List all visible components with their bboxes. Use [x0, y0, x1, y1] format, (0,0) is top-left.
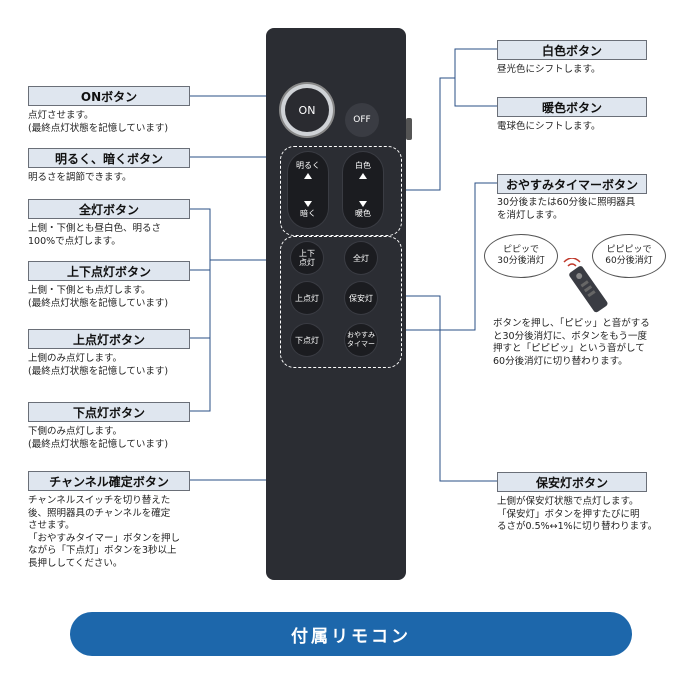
upper-button[interactable]: 上点灯	[291, 282, 323, 314]
up-arrow-icon	[359, 173, 367, 179]
warm-button-label: 暖色ボタン	[497, 97, 647, 117]
brighter-text: 明るく	[296, 161, 320, 170]
security-light-label: 保安灯ボタン	[497, 472, 647, 492]
warm-button-desc: 電球色にシフトします。	[497, 121, 601, 132]
all-light-button-desc: 上側・下側とも昼白色、明るさ 100%で点灯します。	[28, 223, 162, 247]
upper-button-label: 上点灯ボタン	[28, 329, 190, 349]
white-button-label: 白色ボタン	[497, 40, 647, 60]
brightness-group	[280, 146, 402, 236]
security-text: 保安灯	[349, 293, 373, 303]
white-button-desc: 昼光色にシフトします。	[497, 64, 601, 75]
security-light-desc: 上側が保安灯状態で点灯します。 「保安灯」ボタンを押すたびに明 るさが0.5%↔…	[497, 496, 658, 532]
darker-text: 暗く	[300, 209, 316, 218]
lower-button-label: 下点灯ボタン	[28, 402, 190, 422]
all-light-button-label: 全灯ボタン	[28, 199, 190, 219]
up-arrow-icon	[304, 173, 312, 179]
updown-button-desc: 上側・下側とも点灯します。 (最終点灯状態を記憶しています)	[28, 285, 169, 309]
lower-button-desc: 下側のみ点灯します。 (最終点灯状態を記憶しています)	[28, 426, 169, 450]
bubble-60min: ピピピッで 60分後消灯	[592, 234, 666, 278]
sleep-timer-button[interactable]: おやすみ タイマー	[345, 324, 377, 356]
sleep-text-2: タイマー	[347, 340, 375, 348]
channel-button-label: チャンネル確定ボタン	[28, 471, 190, 491]
white-text: 白色	[355, 161, 371, 170]
brighter-button[interactable]: 明るく	[288, 152, 328, 190]
on-button-desc: 点灯させます。 (最終点灯状態を記憶しています)	[28, 110, 169, 134]
darker-button[interactable]: 暗く	[288, 190, 328, 228]
all-light-text: 全灯	[353, 253, 369, 263]
mini-remote-icon	[563, 258, 608, 313]
updown-button[interactable]: 上下 点灯	[291, 242, 323, 274]
bubble-30min: ピピッで 30分後消灯	[484, 234, 558, 278]
white-button[interactable]: 白色	[343, 152, 383, 190]
warm-button[interactable]: 暖色	[343, 190, 383, 228]
sleep-timer-detail: ボタンを押し、「ピピッ」と音がする と30分後消灯に、ボタンをもう一度 押すと「…	[493, 318, 650, 367]
down-arrow-icon	[304, 201, 312, 207]
brightness-button-desc: 明るさを調節できます。	[28, 172, 132, 183]
on-button-label: ONボタン	[28, 86, 190, 106]
lower-button[interactable]: 下点灯	[291, 324, 323, 356]
channel-button-desc: チャンネルスイッチを切り替えた 後、照明器具のチャンネルを確定 させます。 「お…	[28, 495, 181, 569]
channel-switch[interactable]	[406, 118, 412, 140]
updown-text-2: 点灯	[299, 258, 315, 267]
all-light-button[interactable]: 全灯	[345, 242, 377, 274]
sleep-timer-label: おやすみタイマーボタン	[497, 174, 647, 194]
off-button-text: OFF	[353, 114, 371, 125]
footer-banner: 付属リモコン	[70, 612, 632, 656]
on-button-text: ON	[298, 103, 316, 117]
footer-title: 付属リモコン	[291, 626, 411, 647]
brightness-button-label: 明るく、暗くボタン	[28, 148, 190, 168]
mode-group	[280, 236, 402, 368]
sleep-timer-desc: 30分後または60分後に照明器具 を消灯します。	[497, 197, 636, 221]
upper-button-desc: 上側のみ点灯します。 (最終点灯状態を記憶しています)	[28, 353, 169, 377]
lower-text: 下点灯	[295, 335, 319, 345]
security-button[interactable]: 保安灯	[345, 282, 377, 314]
sleep-text-1: おやすみ	[347, 331, 375, 339]
on-button[interactable]: ON	[285, 88, 329, 132]
off-button[interactable]: OFF	[346, 104, 378, 136]
warm-text: 暖色	[355, 209, 371, 218]
updown-button-label: 上下点灯ボタン	[28, 261, 190, 281]
updown-text-1: 上下	[299, 249, 315, 258]
color-pill: 白色 暖色	[343, 152, 383, 228]
upper-text: 上点灯	[295, 293, 319, 303]
brightness-pill: 明るく 暗く	[288, 152, 328, 228]
down-arrow-icon	[359, 201, 367, 207]
